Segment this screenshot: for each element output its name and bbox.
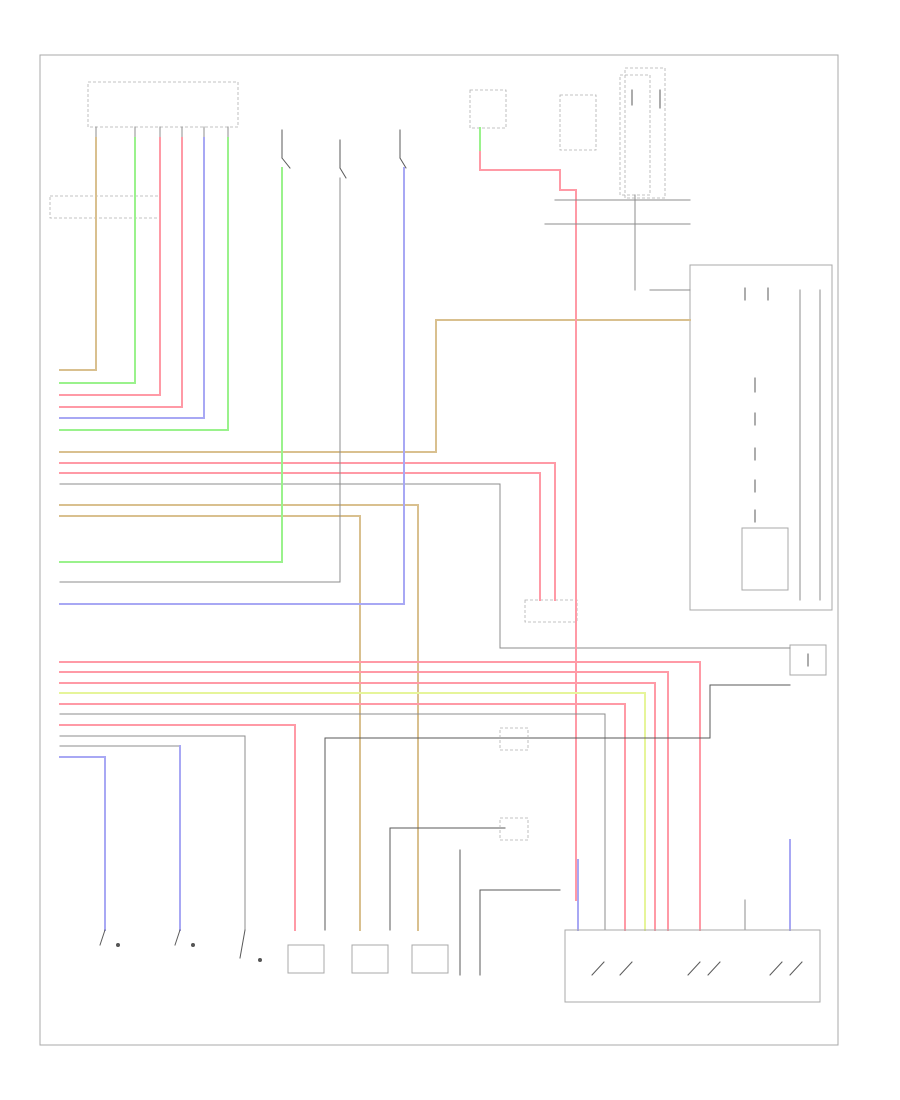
wire-tan-3 <box>59 515 361 931</box>
wire-red-9 <box>59 724 296 931</box>
relay-2 <box>499 817 529 841</box>
bottom-switch-1 <box>99 929 120 947</box>
wire-blue-4 <box>59 756 106 931</box>
wire-dark-3 <box>504 684 791 739</box>
bottom-switch-3 <box>239 929 262 962</box>
bottom-switch-2 <box>174 929 195 947</box>
wire-red-7 <box>59 682 656 931</box>
range-switch <box>564 929 821 1003</box>
wire-red-fuse <box>479 127 577 901</box>
wire-gray-4 <box>59 735 246 931</box>
wire-blue-2 <box>59 167 405 605</box>
wire-green-1 <box>59 137 136 384</box>
wire-red-3 <box>59 462 556 601</box>
solenoid-3 <box>411 944 449 974</box>
wire-red-8 <box>59 703 626 931</box>
top-switch-1 <box>281 129 291 169</box>
wire-red-1 <box>59 137 161 396</box>
top-switch-2 <box>339 139 347 179</box>
solenoid-2 <box>351 944 389 974</box>
wire-blue-1 <box>59 137 205 419</box>
wire-red-2 <box>59 137 183 408</box>
control-module <box>689 264 833 611</box>
wire-gray-5 <box>59 745 181 931</box>
wire-lime-1 <box>59 692 646 931</box>
wire-red-6 <box>59 671 669 931</box>
top-right-connector <box>624 67 666 199</box>
relay-1 <box>499 727 529 751</box>
bottom-sensor <box>459 929 481 976</box>
right-relay <box>789 644 827 676</box>
diagram-frame <box>39 54 839 1046</box>
wire-red-5 <box>59 661 701 931</box>
solenoid-1 <box>287 944 325 974</box>
wire-gray-1 <box>59 483 791 649</box>
wire-tan-2 <box>59 504 419 931</box>
wire-gray-3 <box>59 713 606 931</box>
wire-dark-5 <box>479 889 561 931</box>
harness-block <box>524 599 578 623</box>
top-switch-3 <box>399 129 407 169</box>
wire-green-3 <box>59 167 283 563</box>
wire-dark-1 <box>324 737 506 931</box>
wire-red-4 <box>59 472 541 601</box>
wire-dark-2 <box>389 827 506 931</box>
fuse-block-top <box>469 74 661 196</box>
top-sensor-assembly <box>87 81 239 139</box>
wire-gray-2 <box>59 177 341 583</box>
wire-green-2 <box>59 137 229 431</box>
left-connector <box>49 195 161 219</box>
wire-tan-left <box>59 137 97 371</box>
wire-tan-module <box>59 319 691 453</box>
